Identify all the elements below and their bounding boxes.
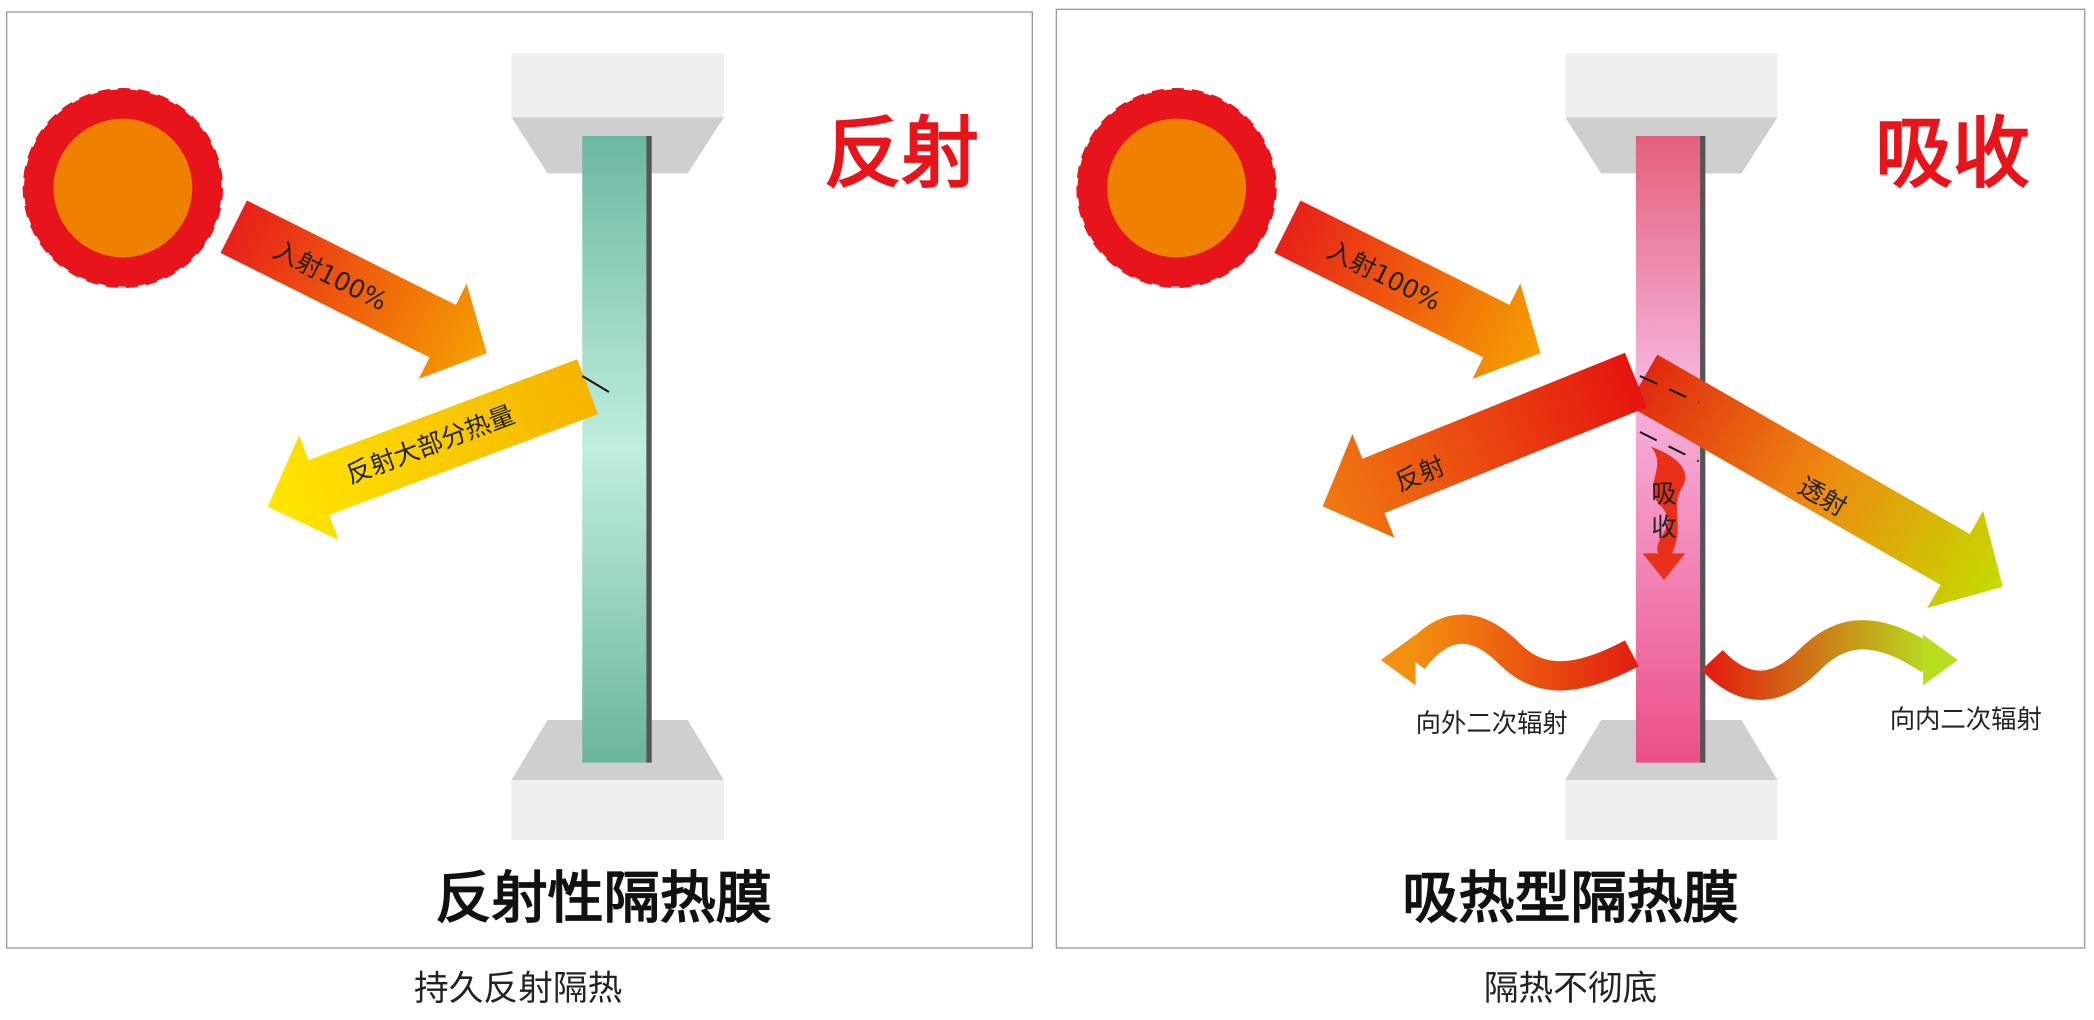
right-caption: 隔热不彻底 (1484, 969, 1658, 1009)
inward-radiation-wave[interactable] (1701, 620, 1958, 700)
absorbed-label-2: 收 (1651, 512, 1676, 542)
transmitted-arrow[interactable] (1615, 331, 2031, 635)
glass-pane (582, 136, 647, 763)
absorbing-film-panel: 透射 反射 入射100% 吸 收 向外二次辐射 向内二次辐射 吸收 吸热 (1055, 8, 2086, 949)
outward-radiation-wave[interactable] (1380, 614, 1639, 691)
left-caption: 持久反射隔热 (414, 969, 622, 1009)
absorbed-label-1: 吸 (1651, 479, 1676, 509)
glass-edge (646, 136, 652, 763)
glass-pane (1635, 136, 1701, 763)
film-label: 反射性隔热膜 (435, 866, 771, 931)
panel-title: 吸收 (1875, 109, 2030, 199)
reflective-film-panel: 入射100% 反射大部分热量 反射 反射性隔热膜 (6, 11, 1033, 949)
inward-radiation-label: 向内二次辐射 (1890, 704, 2042, 734)
sun-icon (22, 88, 224, 288)
panel-title: 反射 (824, 109, 979, 199)
absorbed-arrow[interactable]: 吸 收 (1642, 446, 1686, 580)
outward-radiation-label: 向外二次辐射 (1416, 708, 1568, 738)
sun-icon (1076, 88, 1277, 288)
film-label: 吸热型隔热膜 (1402, 866, 1738, 931)
reflected-arrow[interactable] (1302, 328, 1657, 558)
glass-edge (1700, 136, 1706, 763)
reflected-arrow[interactable] (248, 334, 607, 559)
